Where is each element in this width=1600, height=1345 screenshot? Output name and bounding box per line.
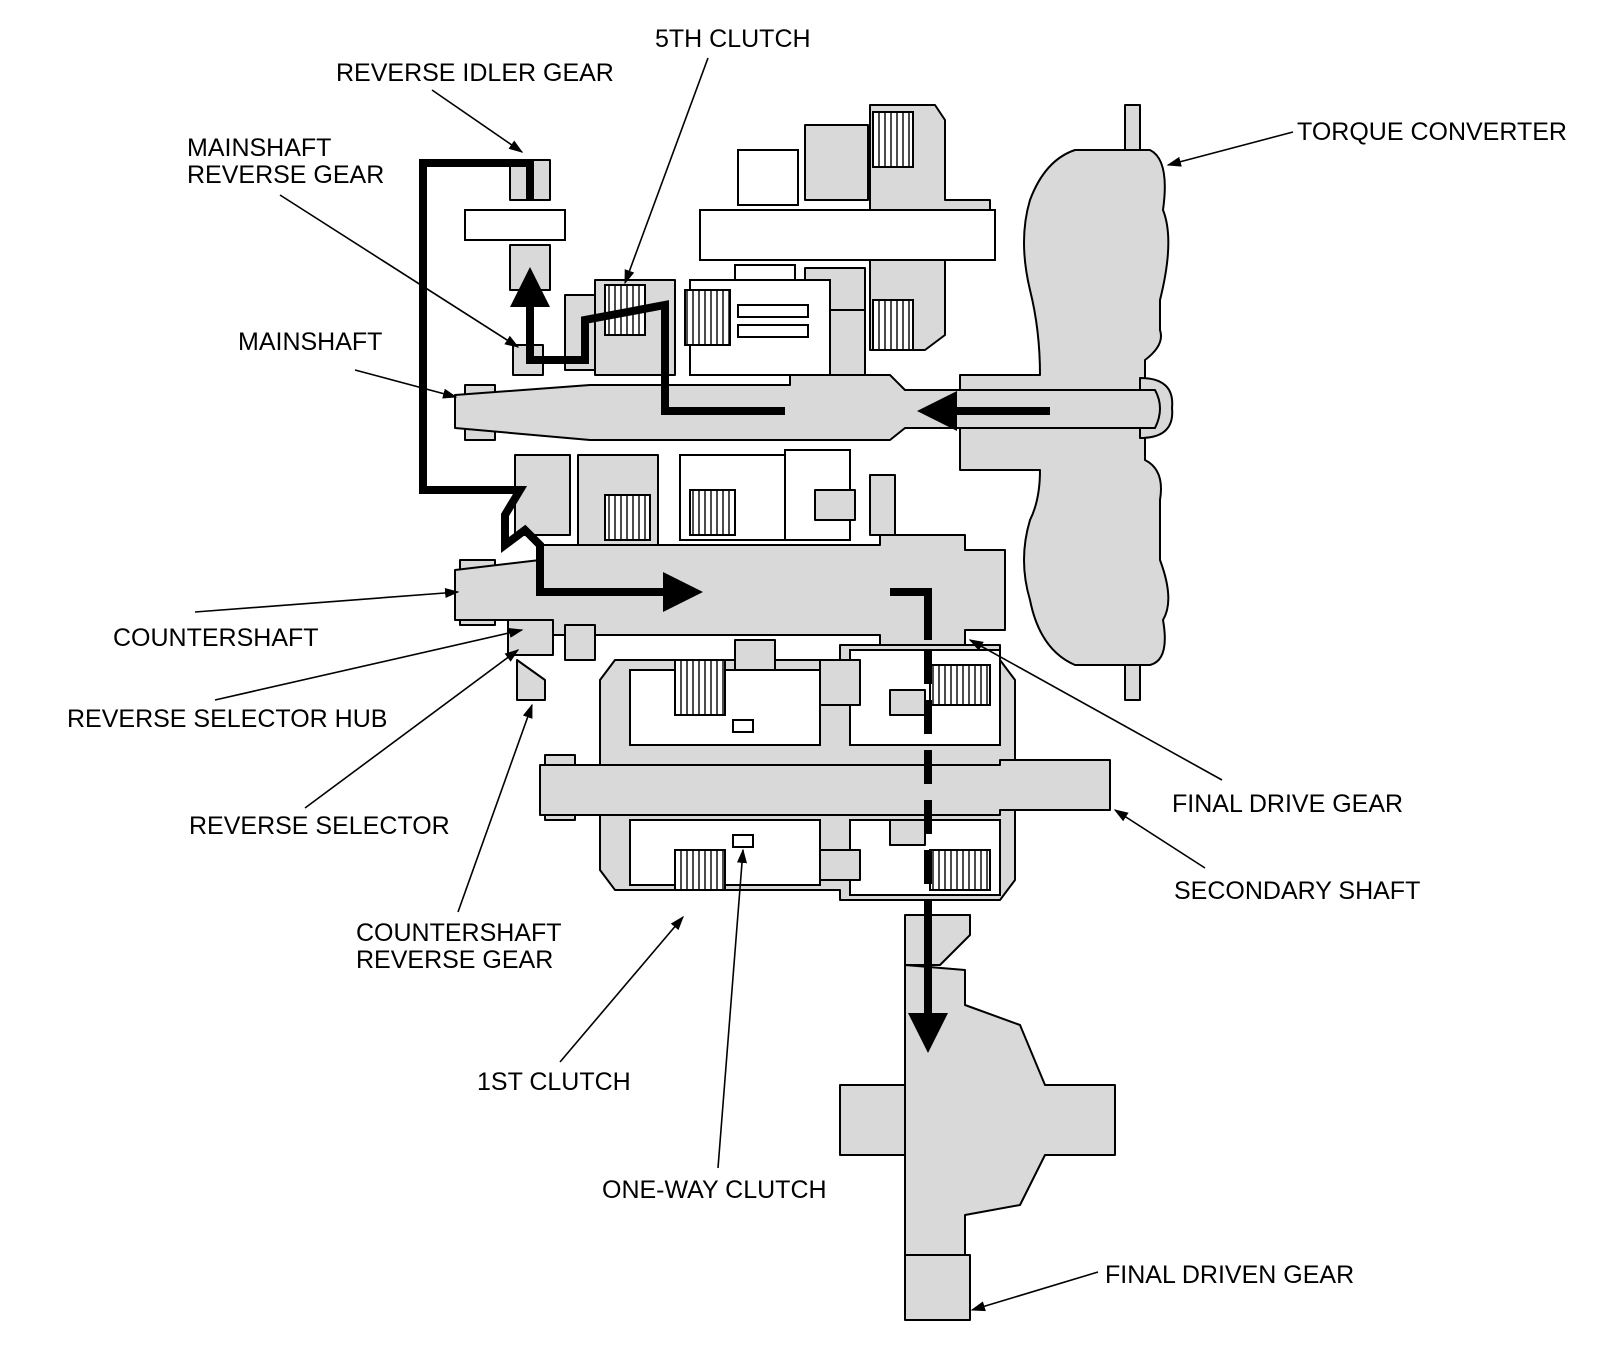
- label-mainshaft-reverse-gear-line2: REVERSE GEAR: [187, 161, 384, 189]
- label-countershaft-reverse-gear-line2: REVERSE GEAR: [356, 946, 553, 974]
- label-mainshaft-reverse-gear-line1: MAINSHAFT: [187, 134, 331, 162]
- leader-countershaft-reverse-gear: [457, 703, 533, 913]
- leader-lines: [194, 57, 1294, 1312]
- label-one-way-clutch: ONE-WAY CLUTCH: [602, 1176, 827, 1204]
- label-reverse-idler-gear: REVERSE IDLER GEAR: [336, 59, 614, 87]
- label-reverse-selector-hub: REVERSE SELECTOR HUB: [67, 705, 387, 733]
- upper-shaft-assembly: [684, 104, 996, 376]
- leader-first-clutch: [559, 915, 684, 1063]
- label-first-clutch: 1ST CLUTCH: [477, 1068, 631, 1096]
- countershaft: [454, 534, 1006, 646]
- label-countershaft-reverse-gear-line1: COUNTERSHAFT: [356, 919, 562, 947]
- leader-mainshaft: [354, 369, 458, 399]
- flow-path-mainshaft-to-idler: [510, 267, 785, 415]
- leader-mainshaft-reverse-gear: [279, 194, 520, 348]
- label-mainshaft: MAINSHAFT: [238, 328, 382, 356]
- label-torque-converter: TORQUE CONVERTER: [1297, 118, 1567, 146]
- label-final-driven-gear: FINAL DRIVEN GEAR: [1105, 1261, 1354, 1289]
- leader-secondary-shaft: [1113, 809, 1206, 869]
- label-countershaft: COUNTERSHAFT: [113, 624, 319, 652]
- leader-reverse-selector-hub: [214, 627, 524, 701]
- leader-torque-converter: [1166, 131, 1294, 167]
- label-fifth-clutch: 5TH CLUTCH: [655, 25, 811, 53]
- mainshaft: [454, 374, 1161, 441]
- power-flow-path: [419, 159, 1050, 1053]
- secondary-shaft: [539, 754, 1111, 821]
- label-reverse-selector: REVERSE SELECTOR: [189, 812, 450, 840]
- leader-final-drive-gear: [968, 639, 1223, 781]
- leader-final-driven-gear: [970, 1271, 1099, 1312]
- labels: 5TH CLUTCH REVERSE IDLER GEAR MAINSHAFT …: [67, 25, 1567, 1289]
- differential-assembly: [839, 914, 1116, 1321]
- label-secondary-shaft: SECONDARY SHAFT: [1174, 877, 1420, 905]
- leader-fifth-clutch: [624, 57, 709, 285]
- flow-path-idler-to-countershaft: [419, 159, 703, 612]
- reverse-selector-assembly: [507, 619, 596, 701]
- flow-path-countershaft-to-final-drive: [890, 588, 932, 640]
- leader-one-way-clutch: [717, 848, 748, 1169]
- label-final-drive-gear: FINAL DRIVE GEAR: [1172, 790, 1403, 818]
- leader-reverse-idler-gear: [431, 89, 524, 153]
- leader-reverse-selector: [304, 649, 520, 809]
- reverse-idler-gear: [464, 159, 566, 291]
- leader-countershaft: [194, 587, 460, 613]
